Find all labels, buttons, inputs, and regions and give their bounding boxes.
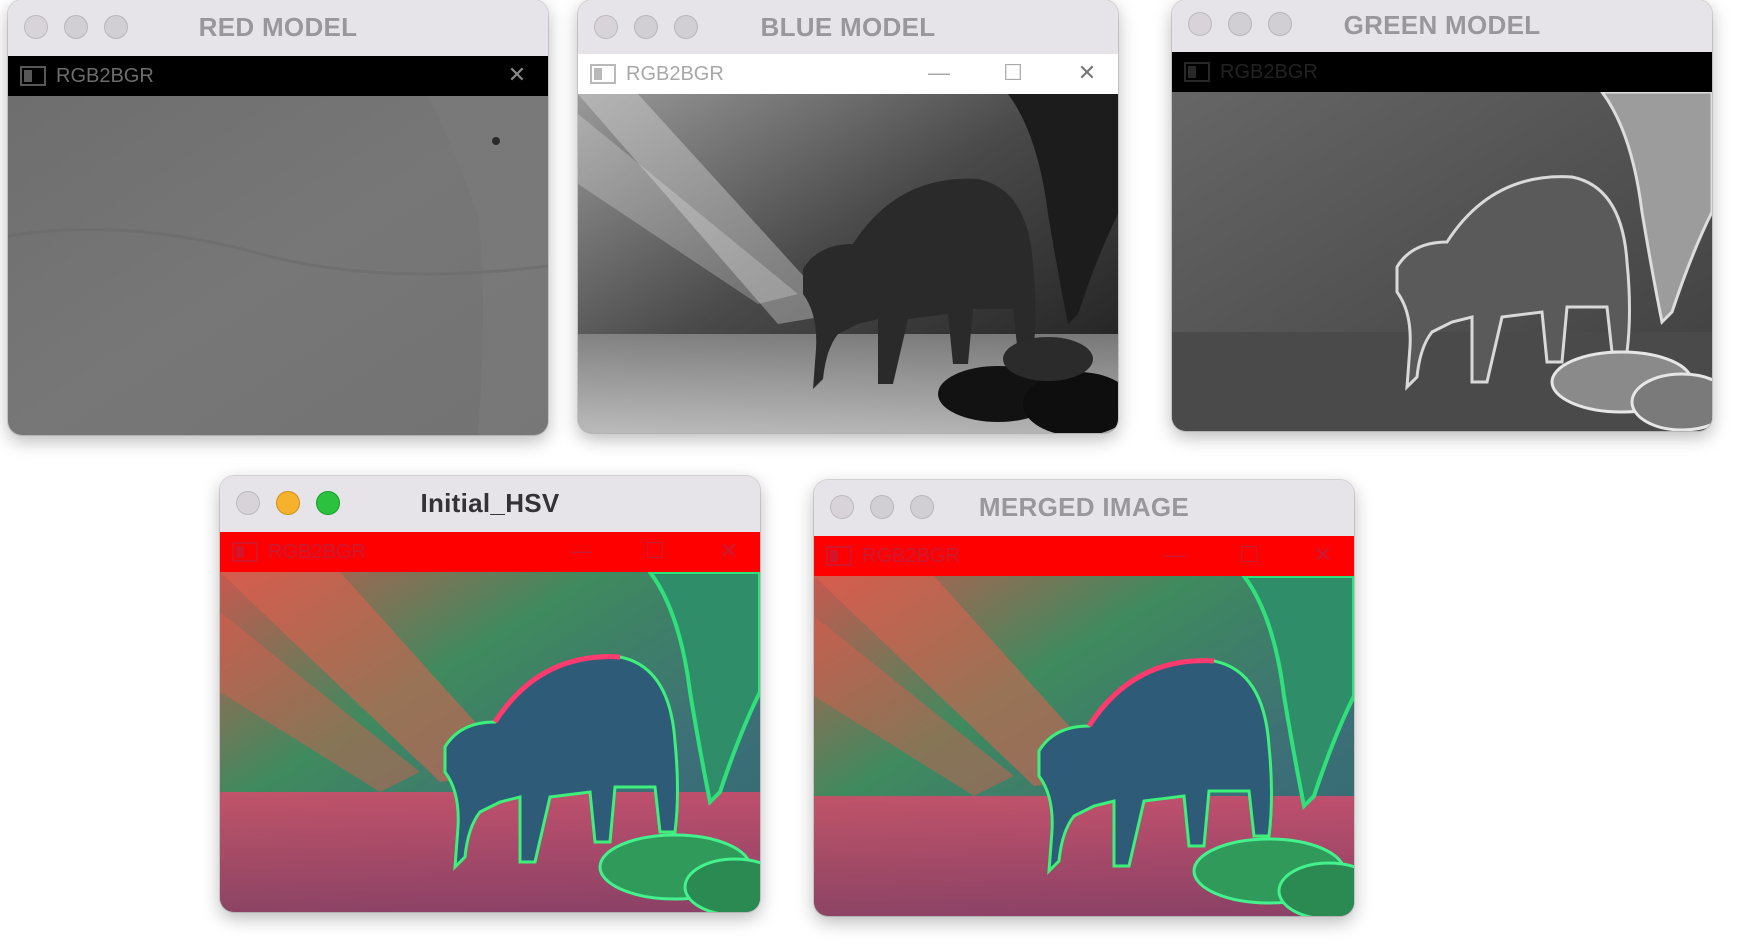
opencv-window-label: RGB2BGR [268,540,366,563]
opencv-window-icon [232,542,258,562]
opencv-title-bar[interactable]: RGB2BGR — ☐ ✕ [578,54,1118,94]
close-icon[interactable]: ✕ [507,62,527,87]
zoom-dot-icon[interactable] [104,15,128,39]
image-canvas [1172,92,1712,431]
minimize-dot-icon[interactable] [870,495,894,519]
opencv-title-bar[interactable]: RGB2BGR — ☐ ✕ [814,536,1354,576]
close-dot-icon[interactable] [24,15,48,39]
close-dot-icon[interactable] [594,15,618,39]
opencv-window-icon [20,66,46,86]
image-canvas [814,576,1354,916]
window-blue-model[interactable]: BLUE MODEL RGB2BGR — ☐ ✕ [578,0,1118,433]
opencv-window-label: RGB2BGR [626,62,724,85]
minimize-icon[interactable]: — [1164,542,1186,567]
titlebar[interactable]: RED MODEL [8,0,548,56]
window-green-model[interactable]: GREEN MODEL RGB2BGR [1172,0,1712,431]
window-initial-hsv[interactable]: Initial_HSV RGB2BGR — ☐ ✕ [220,476,760,912]
opencv-window-icon [826,546,852,566]
opencv-title-bar[interactable]: RGB2BGR — ☐ ✕ [220,532,760,572]
close-dot-icon[interactable] [830,495,854,519]
maximize-icon[interactable]: ☐ [645,538,665,563]
close-icon[interactable]: ✕ [1077,60,1097,85]
window-merged-image[interactable]: MERGED IMAGE RGB2BGR — ☐ ✕ [814,480,1354,916]
zoom-dot-icon[interactable] [910,495,934,519]
window-red-model[interactable]: RED MODEL RGB2BGR ✕ [8,0,548,435]
opencv-window-icon [1184,62,1210,82]
opencv-window-label: RGB2BGR [56,64,154,87]
close-icon[interactable]: ✕ [1313,542,1333,567]
minimize-icon[interactable]: — [570,538,592,563]
zoom-dot-icon[interactable] [1268,12,1292,36]
close-icon[interactable]: ✕ [719,538,739,563]
window-title: MERGED IMAGE [978,492,1190,522]
window-title: GREEN MODEL [1343,10,1541,40]
opencv-window-icon [590,64,616,84]
opencv-title-bar[interactable]: RGB2BGR [1172,52,1712,92]
window-title: BLUE MODEL [760,12,936,42]
zoom-dot-icon[interactable] [316,491,340,515]
titlebar[interactable]: Initial_HSV [220,476,760,532]
close-dot-icon[interactable] [236,491,260,515]
maximize-icon[interactable]: ☐ [1239,542,1259,567]
minimize-dot-icon[interactable] [634,15,658,39]
image-canvas [578,94,1118,433]
titlebar[interactable]: MERGED IMAGE [814,480,1354,536]
minimize-dot-icon[interactable] [276,491,300,515]
window-title: RED MODEL [198,12,358,42]
opencv-window-label: RGB2BGR [1220,60,1318,83]
close-dot-icon[interactable] [1188,12,1212,36]
opencv-window-label: RGB2BGR [862,544,960,567]
minimize-icon[interactable]: — [928,60,950,85]
minimize-dot-icon[interactable] [64,15,88,39]
opencv-title-bar[interactable]: RGB2BGR ✕ [8,56,548,96]
zoom-dot-icon[interactable] [674,15,698,39]
minimize-dot-icon[interactable] [1228,12,1252,36]
image-canvas [8,96,548,435]
image-canvas [220,572,760,912]
maximize-icon[interactable]: ☐ [1003,60,1023,85]
titlebar[interactable]: BLUE MODEL [578,0,1118,54]
titlebar[interactable]: GREEN MODEL [1172,0,1712,52]
window-title: Initial_HSV [420,488,560,518]
